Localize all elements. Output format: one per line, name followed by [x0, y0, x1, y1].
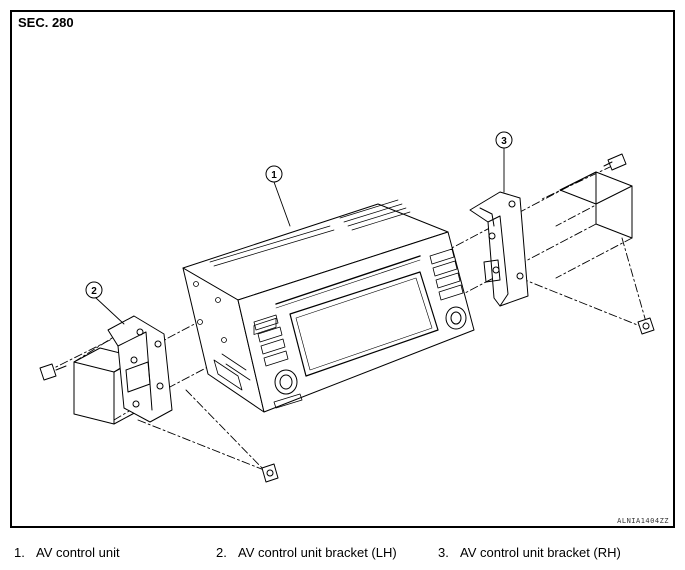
legend-item-2: 2. AV control unit bracket (LH) [216, 545, 397, 560]
screws [39, 153, 655, 483]
legend-item-3-label: AV control unit bracket (RH) [460, 545, 621, 560]
legend-item-2-number: 2. [216, 545, 227, 560]
bracket-rh [469, 191, 529, 307]
legend-item-1: 1. AV control unit [14, 545, 120, 560]
callout-3-number: 3 [501, 136, 507, 147]
bracket-rh-phantom-box [559, 171, 633, 239]
callout-1: 1 [265, 165, 283, 183]
legend-item-2-label: AV control unit bracket (LH) [238, 545, 397, 560]
callout-2-number: 2 [91, 286, 97, 297]
legend-item-3: 3. AV control unit bracket (RH) [438, 545, 621, 560]
section-label: SEC. 280 [18, 15, 74, 30]
legend-item-3-number: 3. [438, 545, 449, 560]
callout-leaders [95, 147, 505, 325]
legend-item-1-label: AV control unit [36, 545, 120, 560]
callout-2: 2 [85, 281, 103, 299]
callout-1-number: 1 [271, 170, 277, 181]
bracket-lh [107, 315, 173, 423]
legend-item-1-number: 1. [14, 545, 25, 560]
drawing-code: ALNIA1404ZZ [617, 517, 669, 525]
av-control-unit [182, 199, 475, 413]
callout-3: 3 [495, 131, 513, 149]
